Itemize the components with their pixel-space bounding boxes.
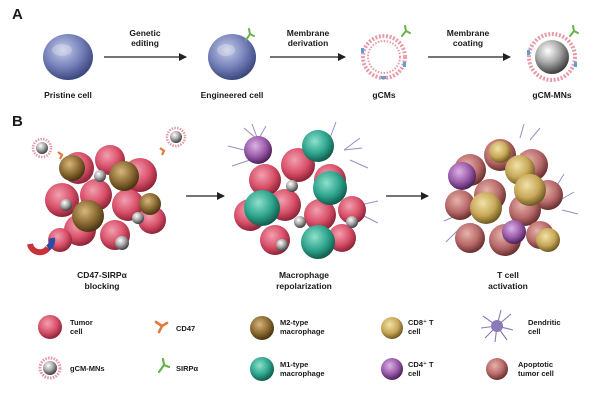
cluster-cd47-blocking bbox=[31, 126, 187, 252]
label-pristine-cell: Pristine cell bbox=[44, 90, 92, 100]
legend-label-tumor: Tumor cell bbox=[70, 318, 93, 336]
caption-cd47-blocking: CD47-SIRPα blocking bbox=[77, 270, 127, 291]
label-gcms: gCMs bbox=[372, 90, 396, 100]
label-engineered-cell: Engineered cell bbox=[200, 90, 264, 100]
legend-cd8-icon bbox=[381, 317, 403, 339]
legend-label-cd47: CD47 bbox=[176, 324, 196, 333]
legend-apoptotic-icon bbox=[486, 358, 508, 380]
pristine-cell-icon bbox=[43, 34, 93, 80]
legend-label-cd8: CD8⁺ T cell bbox=[408, 318, 434, 336]
legend-label-sirpa: SIRPα bbox=[176, 364, 199, 373]
legend-m2-icon bbox=[250, 316, 274, 340]
cluster-t-cell-activation bbox=[443, 123, 579, 256]
legend-dendritic-icon bbox=[480, 309, 514, 343]
engineered-cell-icon bbox=[208, 28, 256, 80]
legend-label-m2: M2-type macrophage bbox=[280, 318, 325, 336]
step-membrane-derivation: Membrane derivation bbox=[286, 28, 330, 48]
legend-label-gcm: gCM-MNs bbox=[70, 364, 105, 373]
magnet-icon bbox=[27, 237, 56, 256]
panel-label-b: B bbox=[12, 113, 23, 130]
label-gcm-mns: gCM-MNs bbox=[532, 90, 572, 100]
caption-macrophage-repolarization: Macrophage repolarization bbox=[276, 270, 332, 291]
legend-cd4-icon bbox=[381, 358, 403, 380]
caption-t-cell-activation: T cell activation bbox=[488, 270, 528, 291]
gcm-mns-icon bbox=[527, 25, 579, 82]
legend-label-cd4: CD4⁺ T cell bbox=[408, 360, 434, 378]
step-membrane-coating: Membrane coating bbox=[446, 28, 490, 48]
legend-m1-icon bbox=[250, 357, 274, 381]
gcms-vesicle-icon bbox=[361, 25, 411, 80]
legend-tumor-icon bbox=[38, 315, 62, 339]
legend-gcm-icon bbox=[38, 356, 62, 380]
legend-label-apoptotic: Apoptotic tumor cell bbox=[518, 360, 554, 378]
step-genetic-editing: Genetic editing bbox=[129, 28, 161, 48]
cluster-macrophage-repolarization bbox=[227, 121, 379, 259]
legend-label-m1: M1-type macrophage bbox=[280, 360, 325, 378]
legend-sirpa-icon bbox=[157, 357, 171, 374]
legend-label-dendritic: Dendritic cell bbox=[528, 318, 561, 336]
panel-label-a: A bbox=[12, 6, 23, 23]
legend-cd47-icon bbox=[154, 320, 169, 334]
